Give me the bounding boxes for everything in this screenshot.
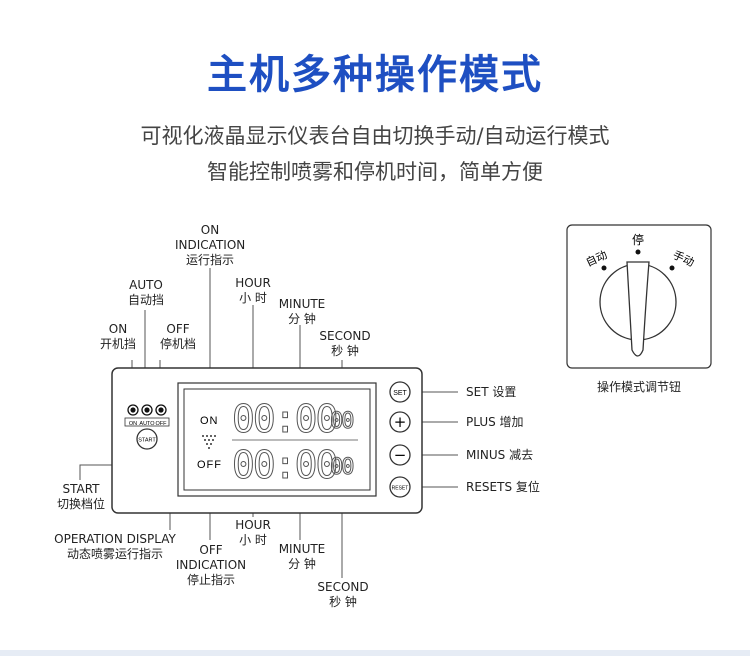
start-button-label: START <box>138 438 156 444</box>
minus-button[interactable] <box>389 444 411 466</box>
resets-label: RESETS 复位 <box>466 480 540 494</box>
lcd-on-text: ON <box>200 415 219 427</box>
spray-indicator-icon <box>202 435 216 449</box>
lcd-off-text: OFF <box>197 459 222 471</box>
switch-label-auto: AUTO <box>139 421 155 427</box>
lcd-digits: 00:00 00 00:00 00 <box>232 397 356 488</box>
top-seconds-digits: 00 <box>330 409 353 434</box>
set-label: SET 设置 <box>466 385 517 399</box>
set-button[interactable] <box>389 381 411 403</box>
reset-button-label: RESET <box>392 486 409 492</box>
knob-caption: 操作模式调节钮 <box>596 380 681 394</box>
minus-button-label: − <box>394 446 407 464</box>
reset-button[interactable] <box>389 476 411 498</box>
plus-label: PLUS 增加 <box>466 415 524 429</box>
plus-button-label: + <box>394 413 407 431</box>
knob-label-stop: 停 <box>632 232 644 247</box>
set-button-label: SET <box>393 390 407 397</box>
switch-label-on: ON <box>129 421 137 427</box>
top-time-digits: 00:00 <box>232 397 337 441</box>
switch-label-off: OFF <box>156 421 168 427</box>
switch-indicators <box>124 404 170 427</box>
start-button[interactable] <box>136 428 158 450</box>
bottom-seconds-digits: 00 <box>330 455 353 480</box>
subtitle-line2: 智能控制喷雾和停机时间，简单方便 <box>207 160 543 184</box>
bottom-time-digits: 00:00 <box>232 443 337 487</box>
subtitle-line1: 可视化液晶显示仪表台自由切换手动/自动运行模式 <box>140 124 610 148</box>
mode-knob-handle[interactable] <box>626 261 650 357</box>
plus-button[interactable] <box>389 411 411 433</box>
minus-label: MINUS 减去 <box>466 448 534 462</box>
page-title: 主机多种操作模式 <box>207 52 543 98</box>
bottom-divider <box>0 650 750 656</box>
